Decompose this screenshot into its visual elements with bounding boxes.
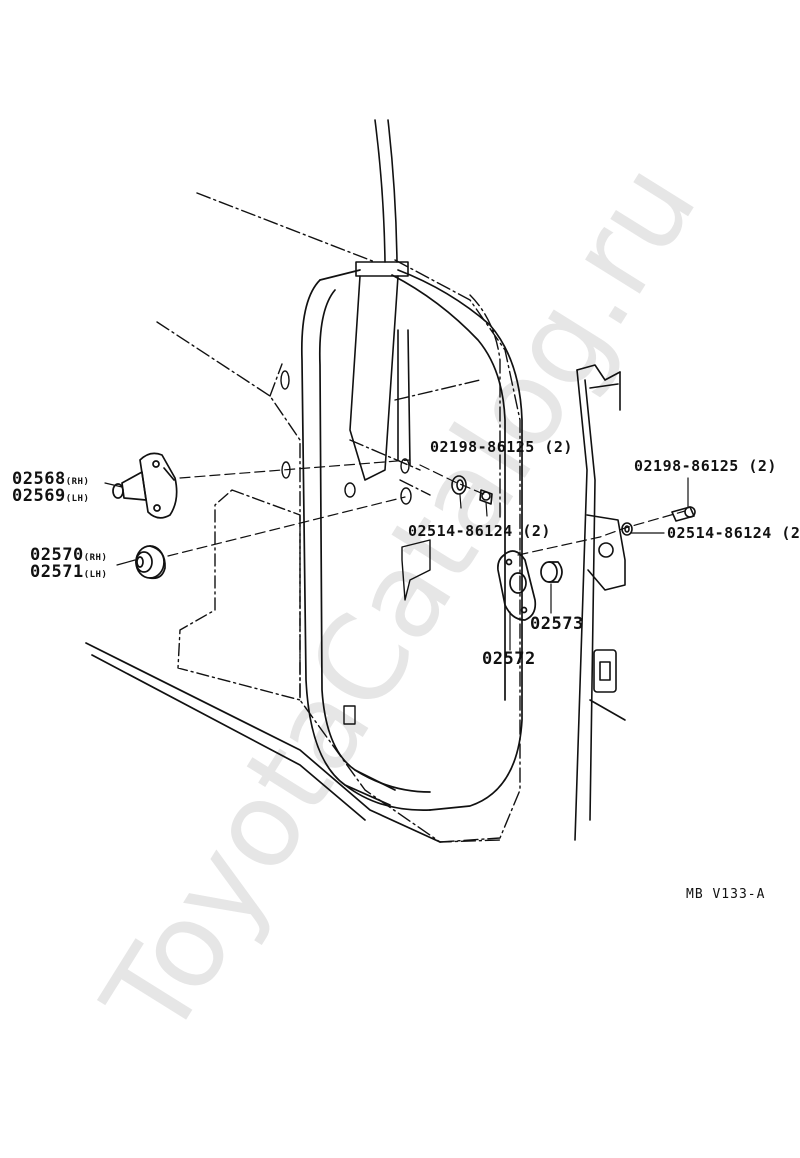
label-02573: 02573 (530, 614, 584, 634)
suffix-rh: (RH) (83, 553, 108, 563)
door-check-striker (112, 452, 178, 519)
door-frame (85, 269, 523, 843)
part-number-02570: 02570 (30, 545, 84, 565)
body-pillar (574, 364, 626, 841)
label-02568: 02568(RH) (12, 471, 89, 488)
striker-plate (497, 550, 537, 621)
label-bolt-left: 02198-86125 (2) (430, 438, 573, 456)
part-number-02568: 02568 (12, 469, 66, 489)
part-number-02569: 02569 (12, 486, 66, 506)
label-washer-left: 02514-86124 (2) (408, 522, 551, 540)
label-bolt-right: 02198-86125 (2) (634, 457, 777, 475)
door-panel-opening (177, 489, 301, 701)
body-outline (156, 192, 521, 843)
bolt-left (479, 489, 493, 505)
part-number-02571: 02571 (30, 562, 84, 582)
suffix-rh: (RH) (65, 477, 90, 487)
label-02570: 02570(RH) (30, 547, 107, 564)
label-02571: 02571(LH) (30, 564, 107, 581)
door-holes (280, 370, 431, 725)
window-channel (349, 119, 411, 481)
leader-lines (167, 459, 686, 557)
washer-left (451, 475, 467, 495)
bumper-02573 (540, 561, 563, 583)
label-02572: 02572 (482, 649, 536, 669)
label-washer-right: 02514-86124 (2) (667, 524, 800, 542)
washer-right (621, 522, 633, 536)
diagram-code: MB V133-A (686, 887, 766, 902)
bumper-cushion (135, 545, 166, 580)
suffix-lh: (LH) (65, 494, 90, 504)
bolt-right (671, 506, 696, 522)
leader-lines-solid (104, 477, 689, 651)
label-02569: 02569(LH) (12, 488, 89, 505)
suffix-lh: (LH) (83, 570, 108, 580)
